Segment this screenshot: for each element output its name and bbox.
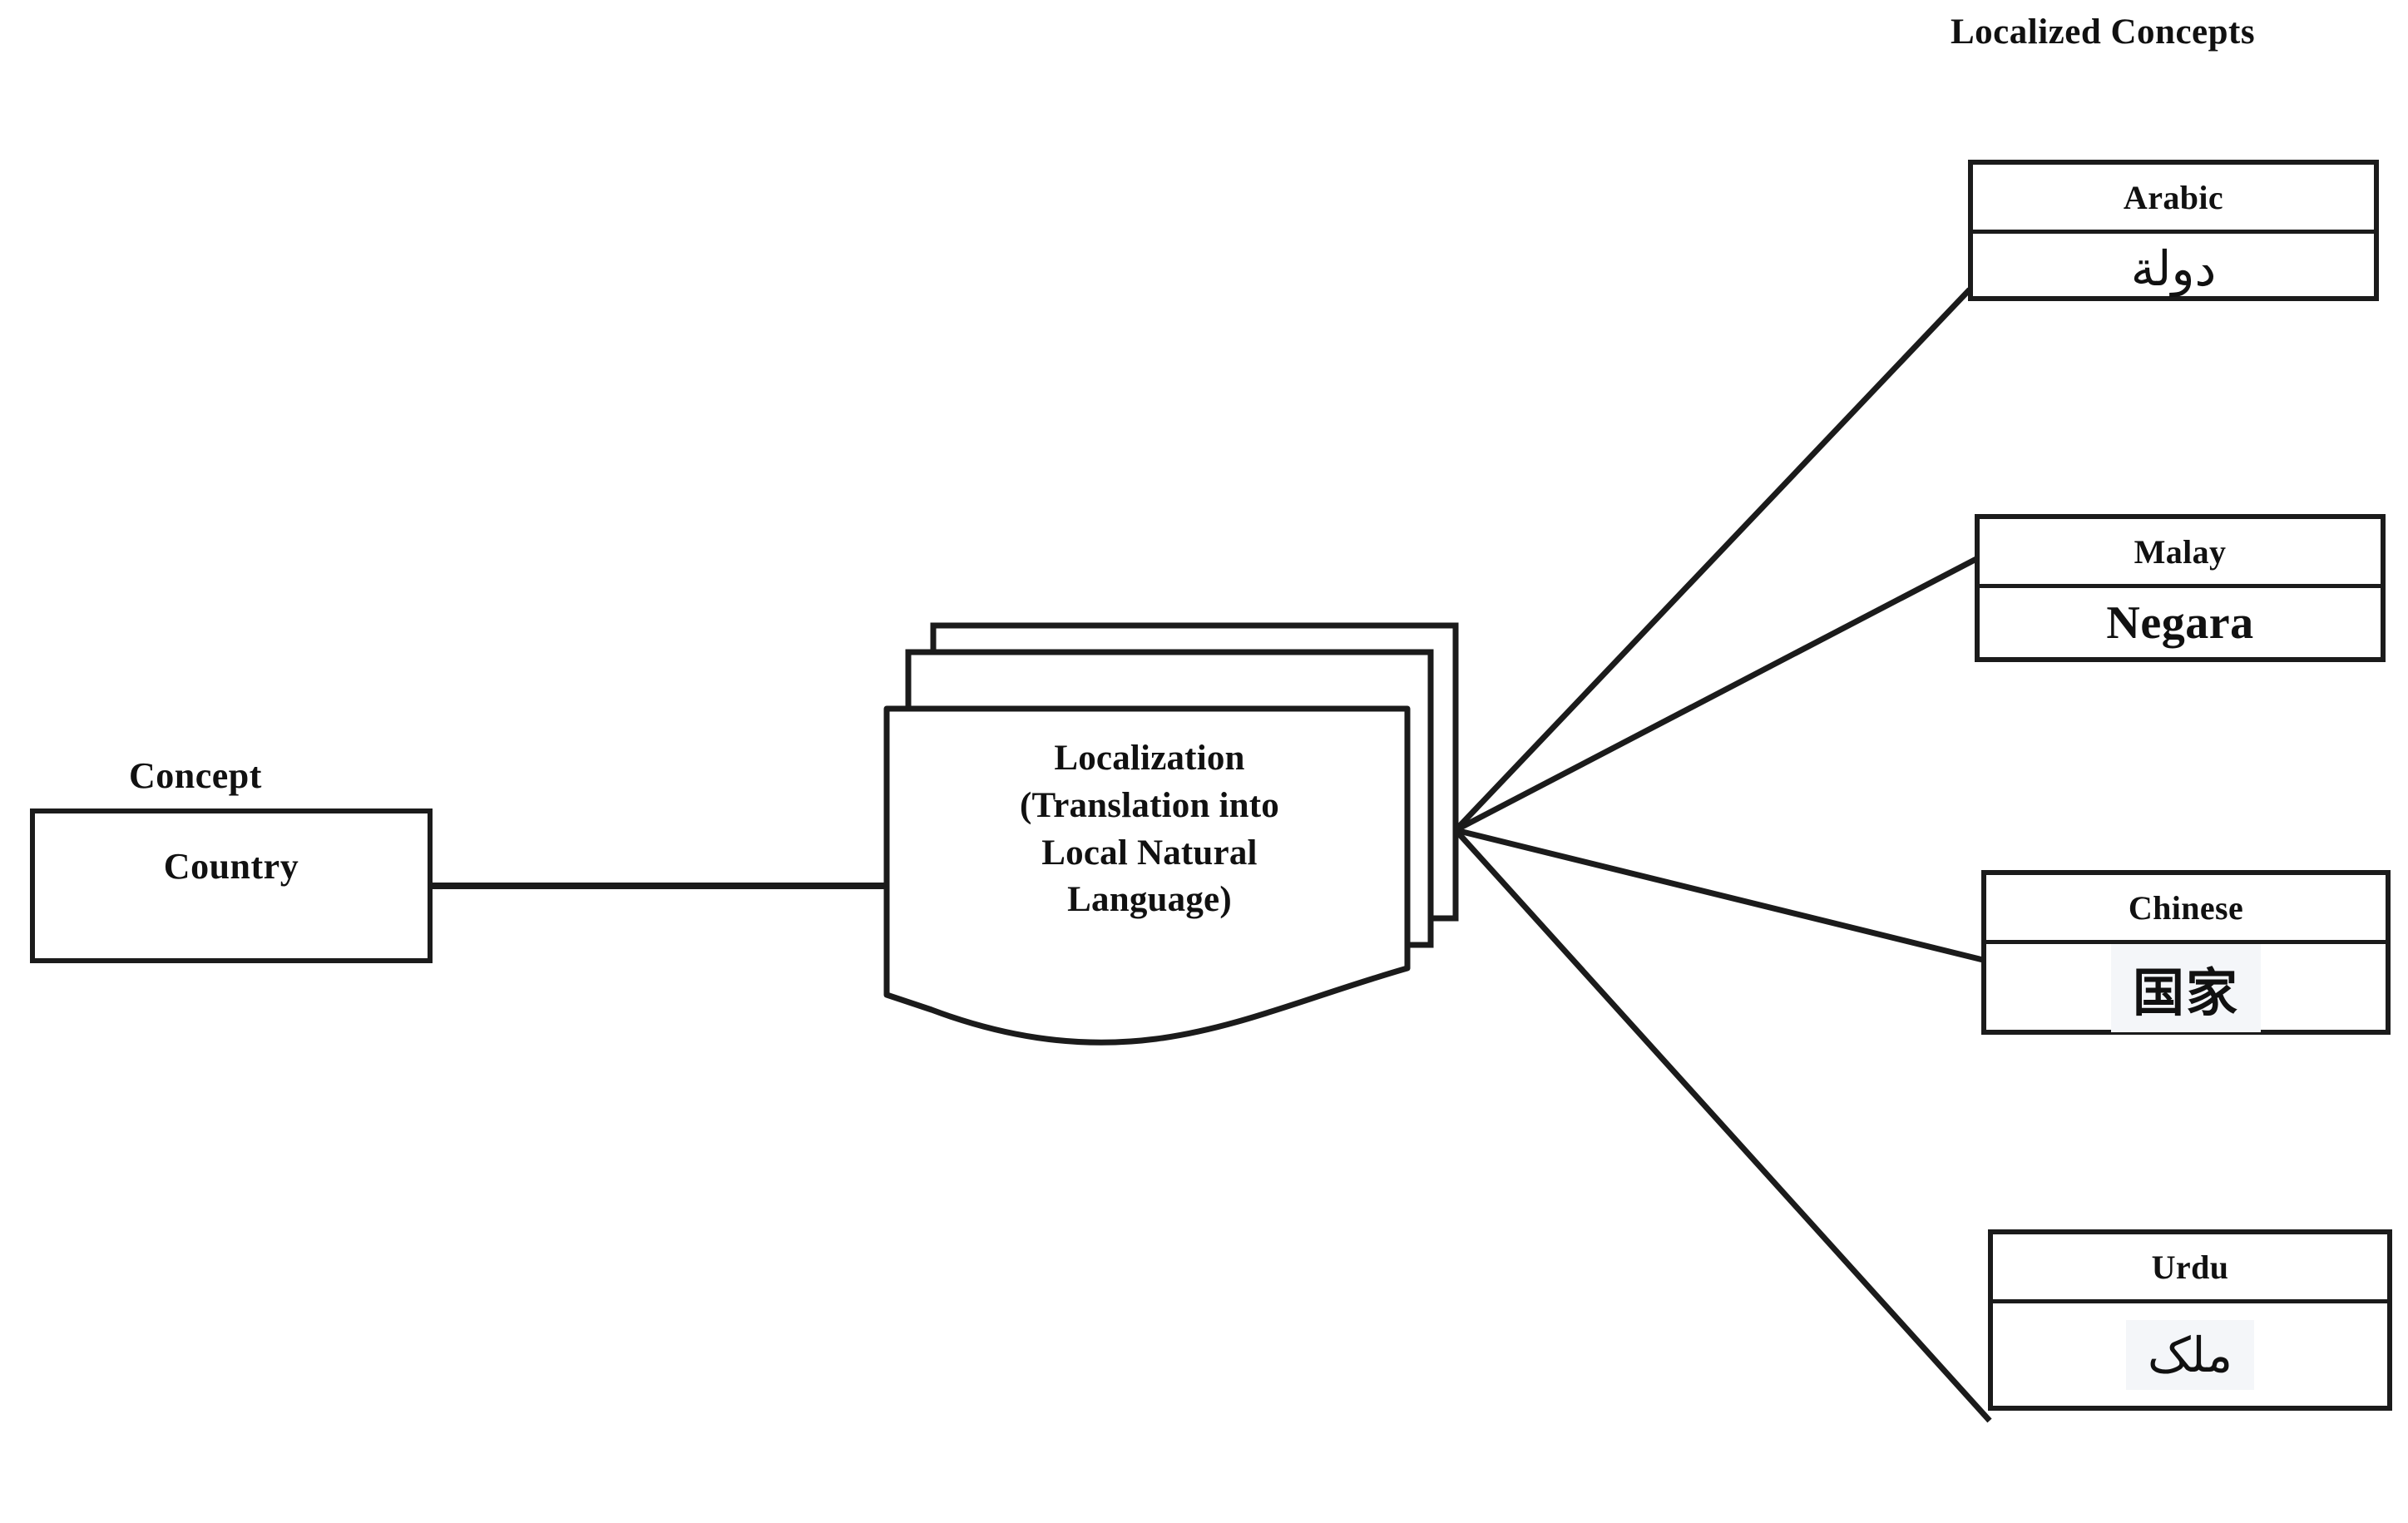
document-sheet-front xyxy=(883,705,1411,1046)
localized-term-arabic: دولة xyxy=(2130,242,2217,296)
localization-label-line-3: Local Natural xyxy=(1041,833,1258,873)
localized-term-cell-malay: Negara xyxy=(1980,588,2381,657)
edge-localization-to-urdu xyxy=(1453,828,1992,1423)
localized-box-urdu[interactable]: Urdu ملک xyxy=(1988,1229,2392,1411)
localized-language-chinese: Chinese xyxy=(1986,875,2386,944)
edge-localization-to-chinese xyxy=(1455,827,1984,963)
localization-document-stack[interactable]: Localization (Translation into Local Nat… xyxy=(882,619,1464,1068)
localized-language-urdu: Urdu xyxy=(1993,1234,2387,1303)
localized-box-arabic[interactable]: Arabic دولة xyxy=(1968,160,2379,301)
concept-caption: Concept xyxy=(129,755,262,796)
localized-box-chinese[interactable]: Chinese 国家 xyxy=(1981,870,2391,1035)
localized-term-cell-urdu: ملک xyxy=(1993,1303,2387,1406)
concept-value: Country xyxy=(163,846,299,887)
localized-term-urdu: ملک xyxy=(2125,1319,2255,1390)
localized-term-chinese: 国家 xyxy=(2110,944,2261,1032)
localization-label-line-4: Language) xyxy=(1067,880,1232,920)
localization-label-line-2: (Translation into xyxy=(1019,785,1279,825)
localized-box-malay[interactable]: Malay Negara xyxy=(1975,514,2386,662)
concept-box[interactable]: Country xyxy=(30,808,433,963)
localized-term-malay: Negara xyxy=(2106,596,2254,649)
localization-label-line-1: Localization xyxy=(1054,739,1245,778)
localized-term-cell-chinese: 国家 xyxy=(1986,944,2386,1032)
localization-label: Localization (Translation into Local Nat… xyxy=(900,735,1399,924)
localized-term-cell-arabic: دولة xyxy=(1973,234,2374,304)
localized-language-malay: Malay xyxy=(1980,519,2381,588)
edge-localization-to-arabic xyxy=(1453,287,1972,833)
edge-localization-to-malay xyxy=(1454,556,1978,833)
localized-language-arabic: Arabic xyxy=(1973,165,2374,234)
localized-concepts-title: Localized Concepts xyxy=(1951,12,2256,52)
document-stack-shape xyxy=(883,622,1459,1046)
